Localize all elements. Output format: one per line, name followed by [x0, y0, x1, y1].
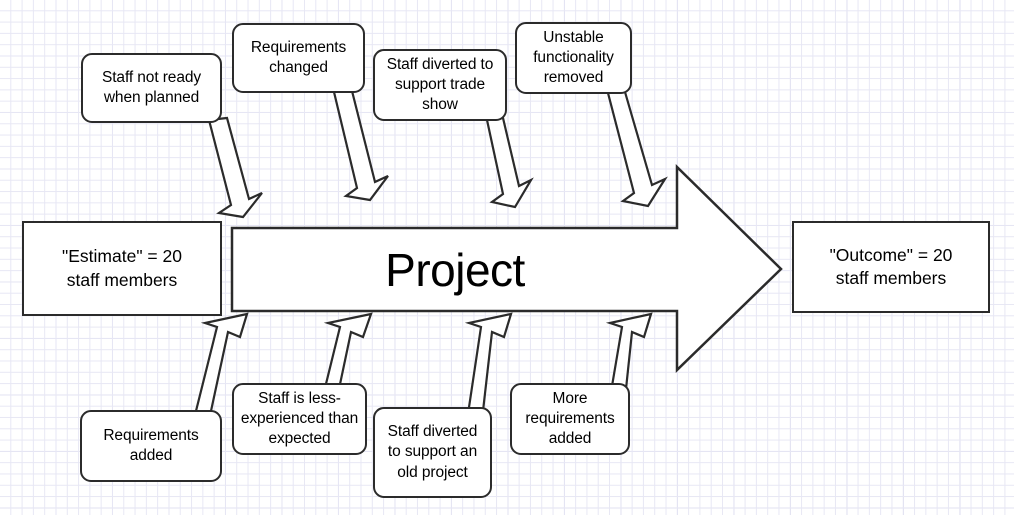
- factor-box-requirements-changed: Requirements changed: [232, 23, 365, 93]
- factor-label: Unstable functionality removed: [533, 28, 614, 87]
- factor-label: Staff diverted to support trade show: [386, 55, 494, 114]
- up-arrow-staff-diverted-old-project: [464, 312, 513, 416]
- factor-label: Requirements added: [103, 426, 199, 464]
- factor-box-more-requirements-added: More requirements added: [510, 383, 630, 455]
- estimate-line-1: "Estimate" = 20: [62, 246, 182, 267]
- factor-box-unstable-functionality-removed: Unstable functionality removed: [515, 22, 632, 94]
- factor-label: More requirements added: [525, 389, 615, 448]
- project-arrow-label: Project: [385, 244, 525, 296]
- factor-box-requirements-added: Requirements added: [80, 410, 222, 482]
- down-arrow-requirements-changed: [332, 89, 389, 202]
- outcome-box: "Outcome" = 20 staff members: [792, 221, 990, 313]
- factor-box-staff-diverted-trade-show: Staff diverted to support trade show: [373, 49, 507, 121]
- estimate-box-text: "Estimate" = 20 staff members: [62, 245, 182, 292]
- down-arrow-staff-diverted-trade-show: [485, 116, 534, 209]
- factor-label: Staff is less-experienced than expected: [240, 389, 359, 448]
- factor-label: Staff not ready when planned: [101, 68, 202, 106]
- factor-box-staff-not-ready: Staff not ready when planned: [81, 53, 222, 123]
- down-arrow-unstable-functionality: [606, 90, 668, 208]
- factor-label: Requirements changed: [250, 38, 347, 76]
- factor-box-staff-less-experienced: Staff is less-experienced than expected: [232, 383, 367, 455]
- factor-label: Staff diverted to support an old project: [387, 423, 478, 481]
- outcome-line-2: staff members: [835, 268, 947, 288]
- up-arrow-more-requirements-added: [605, 312, 653, 394]
- outcome-box-text: "Outcome" = 20 staff members: [830, 244, 953, 291]
- outcome-line-1: "Outcome" = 20: [829, 244, 953, 265]
- up-arrow-staff-less-experienced: [322, 312, 373, 394]
- estimate-box: "Estimate" = 20 staff members: [22, 221, 222, 316]
- main-project-arrow: [230, 164, 783, 373]
- estimate-line-2: staff members: [66, 269, 178, 290]
- down-arrow-staff-not-ready: [207, 116, 263, 219]
- factor-box-staff-diverted-old-project: Staff diverted to support an old project: [373, 407, 492, 498]
